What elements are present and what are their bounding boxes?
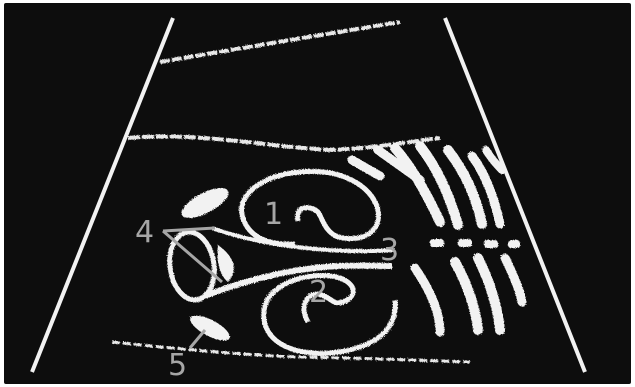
scan-background [4,3,631,384]
label-1: 1 [264,197,283,232]
vertebra-dot-4 [508,240,520,248]
label-5: 5 [168,348,187,383]
vertebra-dot-1 [430,239,444,247]
vertebra-dot-3 [484,240,498,248]
label-4: 4 [135,215,154,250]
vertebra-dot-2 [458,239,472,247]
label-2: 2 [309,275,328,310]
label-3: 3 [380,233,399,268]
